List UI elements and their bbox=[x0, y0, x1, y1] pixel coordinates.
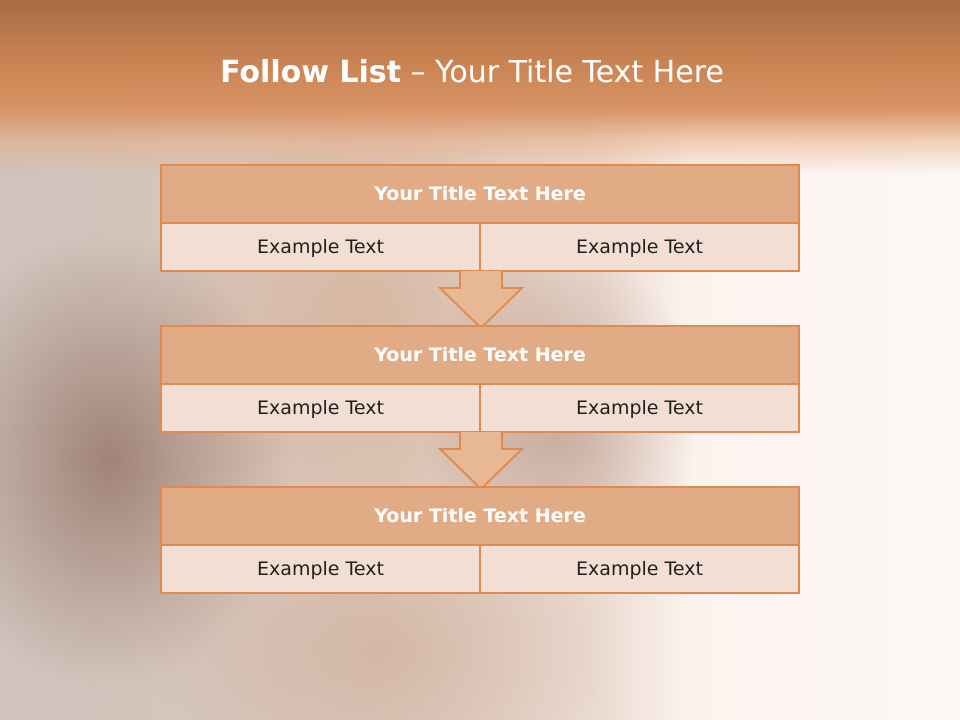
step-box-2: Your Title Text Here Example Text Exampl… bbox=[160, 325, 800, 433]
step-row: Example Text Example Text bbox=[162, 385, 798, 431]
slide-title: Follow List – Your Title Text Here bbox=[0, 55, 944, 90]
step-title: Your Title Text Here bbox=[162, 166, 798, 224]
step-cell-left: Example Text bbox=[257, 397, 384, 419]
down-arrow-icon bbox=[438, 270, 524, 330]
step-cell-left: Example Text bbox=[257, 558, 384, 580]
step-cell-right: Example Text bbox=[479, 385, 798, 431]
step-row: Example Text Example Text bbox=[162, 546, 798, 592]
slide-title-rest: – Your Title Text Here bbox=[410, 55, 724, 90]
step-title: Your Title Text Here bbox=[162, 488, 798, 546]
step-cell-right: Example Text bbox=[479, 224, 798, 270]
step-cell-right: Example Text bbox=[479, 546, 798, 592]
header-band bbox=[0, 0, 960, 175]
step-row: Example Text Example Text bbox=[162, 224, 798, 270]
step-cell-left: Example Text bbox=[257, 236, 384, 258]
step-box-1: Your Title Text Here Example Text Exampl… bbox=[160, 164, 800, 272]
slide-title-bold: Follow List bbox=[220, 55, 401, 90]
down-arrow-icon bbox=[438, 431, 524, 491]
step-box-3: Your Title Text Here Example Text Exampl… bbox=[160, 486, 800, 594]
step-title: Your Title Text Here bbox=[162, 327, 798, 385]
